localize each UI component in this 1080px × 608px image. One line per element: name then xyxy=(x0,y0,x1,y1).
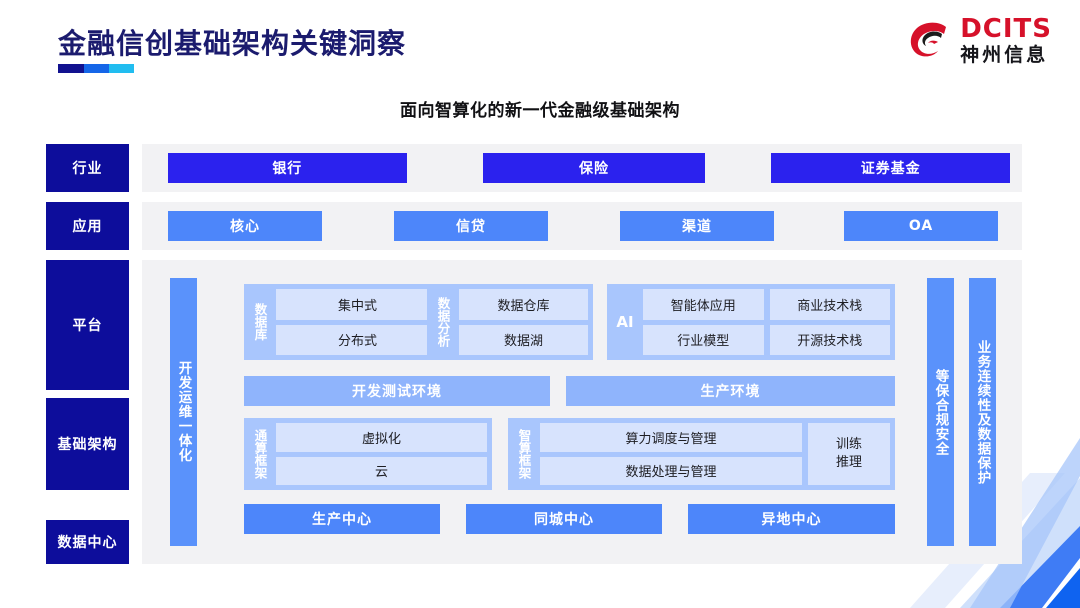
group-data-analysis-label: 数据分析 xyxy=(435,297,451,347)
cell-commercial-stack[interactable]: 商业技术栈 xyxy=(769,289,890,320)
cell-centralized[interactable]: 集中式 xyxy=(276,289,439,320)
group-data-analysis-body: 数据仓库 数据湖 xyxy=(459,289,588,355)
page-title: 金融信创基础架构关键洞察 xyxy=(58,27,407,60)
group-general-compute[interactable]: 通算框架 虚拟化 云 xyxy=(244,418,492,490)
vbar-business-continuity[interactable]: 业务连续性及数据保护 xyxy=(969,278,996,546)
cell-data-lake[interactable]: 数据湖 xyxy=(459,324,588,355)
vbar-security[interactable]: 等保合规安全 xyxy=(927,278,954,546)
industry-row: 银行 保险 证券基金 xyxy=(142,144,1022,192)
cell-industry-model[interactable]: 行业模型 xyxy=(643,324,764,355)
industry-chip-insurance[interactable]: 保险 xyxy=(482,153,706,183)
group-data-analysis[interactable]: 数据分析 数据仓库 数据湖 xyxy=(427,284,593,360)
group-smart-compute[interactable]: 智算框架 算力调度与管理 数据处理与管理 训练 推理 xyxy=(508,418,895,490)
vbar-devops[interactable]: 开发运维一体化 xyxy=(170,278,197,546)
group-ai[interactable]: AI 智能体应用 行业模型 商业技术栈 开源技术栈 xyxy=(607,284,895,360)
env-bar-production[interactable]: 生产环境 xyxy=(566,376,895,406)
cell-virtualization[interactable]: 虚拟化 xyxy=(276,423,487,452)
logo-wordmark: DCITS 神州信息 xyxy=(960,16,1052,65)
env-bar-dev-test[interactable]: 开发测试环境 xyxy=(244,376,550,406)
cell-data-processing[interactable]: 数据处理与管理 xyxy=(540,456,802,485)
group-ai-col-1: 智能体应用 行业模型 xyxy=(643,289,764,355)
accent-segment-2 xyxy=(83,64,109,73)
title-accent-bar xyxy=(58,64,134,73)
industry-chip-bank[interactable]: 银行 xyxy=(168,153,407,183)
architecture-diagram: 行业 应用 平台 基础架构 数据中心 银行 保险 证券基金 核心 信贷 渠道 O… xyxy=(0,140,1080,570)
center-bar-production[interactable]: 生产中心 xyxy=(244,504,440,534)
spine-label-application: 应用 xyxy=(46,202,129,250)
platform-band: 开发运维一体化 等保合规安全 业务连续性及数据保护 数据库 集中式 分布式 数据… xyxy=(142,260,1022,564)
group-ai-body: 智能体应用 行业模型 商业技术栈 开源技术栈 xyxy=(643,289,890,355)
page-subtitle: 面向智算化的新一代金融级基础架构 xyxy=(400,101,680,121)
spine-label-infrastructure: 基础架构 xyxy=(46,398,129,490)
group-database[interactable]: 数据库 集中式 分布式 xyxy=(244,284,444,360)
group-smart-compute-col: 算力调度与管理 数据处理与管理 xyxy=(540,423,802,485)
group-database-body: 集中式 分布式 xyxy=(276,289,439,355)
group-general-compute-label: 通算框架 xyxy=(252,429,268,479)
industry-chip-securities[interactable]: 证券基金 xyxy=(771,153,1011,183)
group-smart-compute-body: 算力调度与管理 数据处理与管理 训练 推理 xyxy=(540,423,890,485)
spine-label-datacenter: 数据中心 xyxy=(46,520,129,564)
group-database-label: 数据库 xyxy=(252,303,268,341)
cell-data-warehouse[interactable]: 数据仓库 xyxy=(459,289,588,320)
cell-distributed[interactable]: 分布式 xyxy=(276,324,439,355)
accent-segment-3 xyxy=(108,64,134,73)
app-chip-channel[interactable]: 渠道 xyxy=(620,211,774,241)
application-row: 核心 信贷 渠道 OA xyxy=(142,202,1022,250)
group-ai-col-2: 商业技术栈 开源技术栈 xyxy=(769,289,890,355)
cell-opensource-stack[interactable]: 开源技术栈 xyxy=(769,324,890,355)
cell-compute-scheduling[interactable]: 算力调度与管理 xyxy=(540,423,802,452)
app-chip-credit[interactable]: 信贷 xyxy=(394,211,548,241)
center-bar-same-city[interactable]: 同城中心 xyxy=(466,504,662,534)
spine-label-platform: 平台 xyxy=(46,260,129,390)
app-chip-oa[interactable]: OA xyxy=(844,211,998,241)
cell-agent-application[interactable]: 智能体应用 xyxy=(643,289,764,320)
group-ai-label: AI xyxy=(616,313,634,331)
cell-cloud[interactable]: 云 xyxy=(276,456,487,485)
center-bar-remote[interactable]: 异地中心 xyxy=(688,504,895,534)
logo-en-text: DCITS xyxy=(960,14,1052,44)
accent-segment-1 xyxy=(58,64,84,73)
brand-logo: DCITS 神州信息 xyxy=(905,16,1052,65)
dcits-swirl-icon xyxy=(911,22,947,56)
logo-cn-text: 神州信息 xyxy=(960,44,1049,66)
industry-band: 银行 保险 证券基金 xyxy=(142,144,1022,192)
spine-label-industry: 行业 xyxy=(46,144,129,192)
app-chip-core[interactable]: 核心 xyxy=(168,211,322,241)
application-band: 核心 信贷 渠道 OA xyxy=(142,202,1022,250)
slide-header: 金融信创基础架构关键洞察 DCITS 神州信息 xyxy=(0,0,1080,92)
group-smart-compute-label: 智算框架 xyxy=(516,429,532,479)
group-general-compute-body: 虚拟化 云 xyxy=(276,423,487,485)
platform-content: 开发运维一体化 等保合规安全 业务连续性及数据保护 数据库 集中式 分布式 数据… xyxy=(142,260,1022,564)
cell-train-inference[interactable]: 训练 推理 xyxy=(808,423,890,485)
